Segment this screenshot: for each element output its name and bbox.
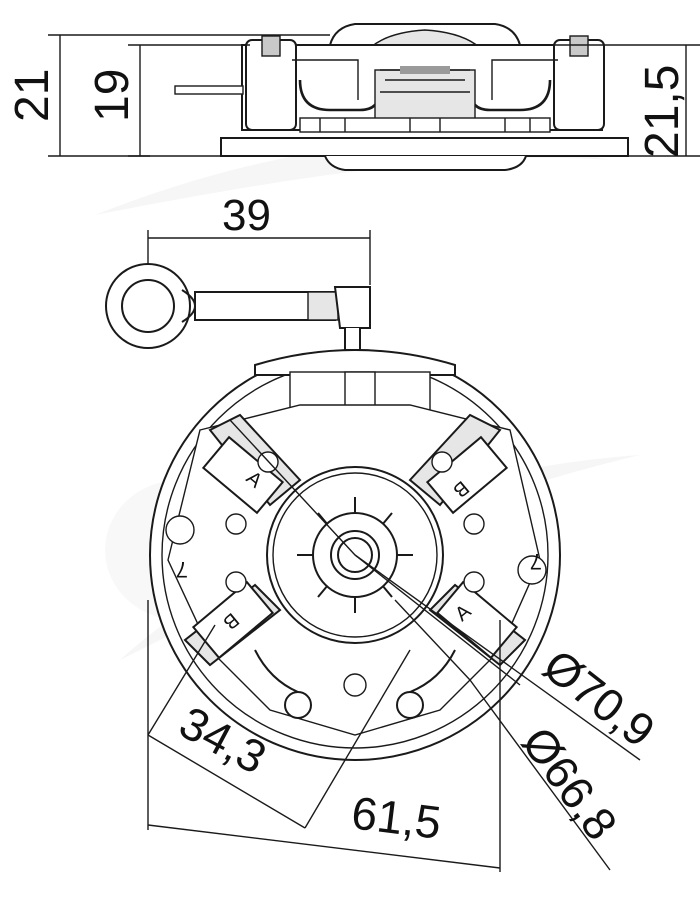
base-plate [220,137,629,157]
brush-arm-lower-right [396,571,527,719]
brush-arm-lower-left [183,571,312,719]
pin-left [165,515,195,545]
dim-body-height: 19 [86,69,139,122]
side-dimensions [48,34,700,157]
brush-arm-upper-left [201,413,302,535]
dim-overall-height: 21 [6,69,59,122]
dim-overall-width: 61,5 [349,786,444,849]
brush-arm-upper-right [408,413,509,535]
pin-label-left: 7 [176,557,188,582]
side-view [174,23,629,171]
side-lead [174,85,244,95]
pin-right [517,555,547,585]
top-connector [254,349,456,376]
pin-label-right: 7 [530,549,542,574]
bottom-dome [324,155,527,171]
dim-right-height: 21,5 [636,65,689,158]
brush-holder-plan [149,349,561,761]
lead-terminal [105,263,371,351]
bottom-hole [343,673,367,697]
plan-dimensions [147,419,641,872]
dim-lead-length: 39 [222,191,271,240]
